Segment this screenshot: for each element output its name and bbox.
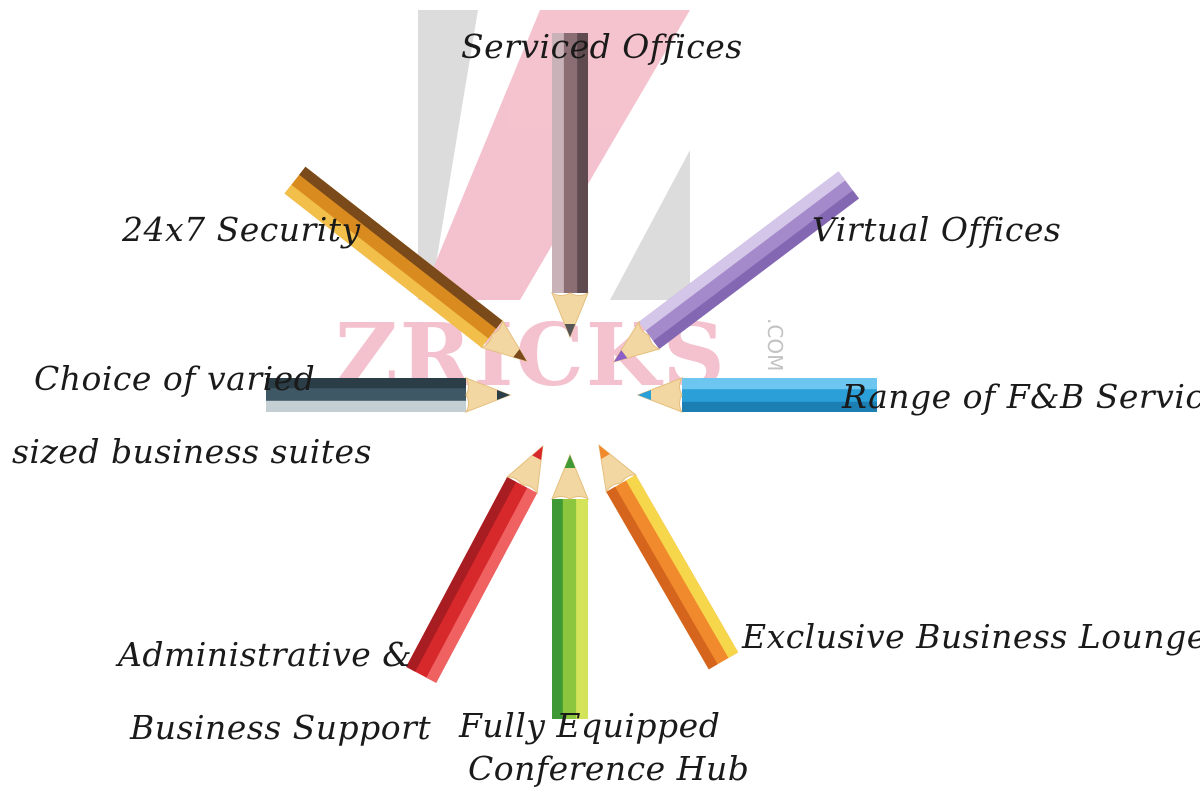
pencil-highlight-stripe (552, 33, 564, 293)
pencil-shadow-stripe (552, 499, 563, 719)
pencil-body (606, 474, 739, 670)
pencil-body (284, 166, 503, 348)
pencil-lead (497, 389, 510, 401)
watermark-gray-band (418, 10, 478, 300)
pencil-wood-tip (480, 319, 528, 362)
label-line: Administrative & (118, 635, 413, 674)
label-line: Virtual Offices (812, 210, 1062, 249)
pencil-highlight-stripe (426, 487, 538, 683)
label-line: Exclusive Business Lounge (742, 617, 1200, 656)
pencil-conference-hub (550, 453, 590, 719)
label-business-support: Administrative & Business Support (118, 619, 431, 764)
label-business-lounge: Exclusive Business Lounge (742, 620, 1200, 653)
pencil-group (266, 33, 877, 719)
pencil-wood-tip (550, 453, 590, 501)
pencil-wood-tip (612, 320, 661, 363)
pencil-shadow-stripe (266, 378, 466, 389)
label-line: Serviced Offices (461, 27, 743, 66)
pencil-shadow-stripe (406, 477, 517, 672)
pencil-body (638, 171, 859, 349)
pencil-highlight-stripe (682, 378, 877, 390)
pencil-wood-tip (598, 444, 638, 494)
pencil-business-support (406, 444, 544, 683)
watermark-gray-wedge (610, 150, 690, 300)
pencil-highlight-stripe (266, 400, 466, 412)
pencil-shadow-stripe (299, 166, 503, 329)
label-line: 24x7 Security (122, 210, 361, 249)
pencil-shadow-stripe (577, 33, 588, 293)
pencil-highlight-stripe (626, 474, 739, 658)
label-line: Choice of varied (34, 359, 316, 398)
pencil-lead (564, 324, 576, 337)
pencil-business-lounge (598, 444, 739, 670)
label-line: Range of F&B Services (842, 377, 1200, 416)
pencil-shadow-stripe (606, 486, 718, 670)
pencil-security (284, 166, 528, 362)
pencil-highlight-stripe (576, 499, 588, 719)
pencil-lead (513, 349, 527, 362)
label-line: Conference Hub (468, 748, 750, 788)
label-line: Fully Equipped (459, 706, 721, 745)
pencil-highlight-stripe (638, 171, 846, 331)
label-fnb-services: Range of F&B Services (842, 380, 1200, 413)
label-line: sized business suites (12, 431, 372, 471)
pencil-wood-tip (505, 444, 544, 495)
pencil-lead (532, 446, 543, 461)
pencil-business-suites (266, 377, 512, 413)
label-business-suites: Choice of varied sized business suites (12, 343, 372, 488)
watermark-suffix-text: .COM (763, 318, 787, 371)
pencil-body (406, 477, 538, 683)
pencil-fnb-services (636, 377, 877, 413)
label-virtual-offices: Virtual Offices (812, 213, 1061, 246)
pencil-lead (613, 350, 628, 362)
label-line: Business Support (130, 707, 432, 747)
pencil-lead (599, 445, 610, 459)
pencil-serviced-offices (550, 33, 590, 339)
pencil-lead (638, 389, 651, 401)
label-conference-hub: Fully Equipped Conference Hub (456, 705, 749, 791)
pencil-wood-tip (636, 377, 684, 413)
pencil-lead (564, 455, 576, 468)
label-serviced-offices: Serviced Offices (461, 30, 743, 63)
pencil-shadow-stripe (653, 190, 859, 349)
pencil-wood-tip (464, 377, 512, 413)
label-security: 24x7 Security (122, 213, 361, 246)
pencil-virtual-offices (612, 171, 859, 363)
pencil-highlight-stripe (284, 184, 489, 348)
pencil-wood-tip (550, 291, 590, 339)
pencil-shadow-stripe (682, 401, 877, 412)
